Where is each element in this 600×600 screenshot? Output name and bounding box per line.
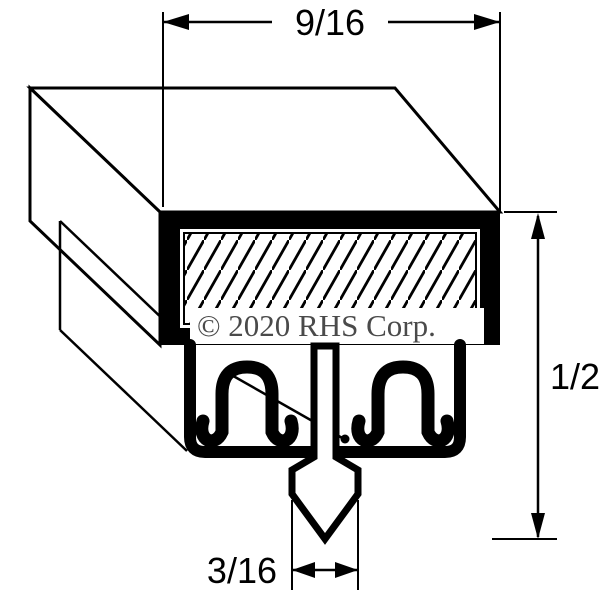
top-dimension-label: 9/16: [295, 2, 365, 43]
top-dimension: 9/16: [162, 2, 501, 212]
bottom-dimension-label: 3/16: [207, 550, 277, 591]
left-rib-arch: [195, 360, 299, 448]
arrow-up-icon: [531, 213, 545, 239]
gasket-profile: [184, 339, 466, 545]
watermark-text: © 2020 RHS Corp.: [197, 308, 436, 343]
arrow-right-icon: [474, 14, 500, 30]
arrow-down-icon: [531, 513, 545, 539]
profile-3d-edges: [58, 220, 191, 452]
right-dimension-label: 1/2: [550, 356, 600, 397]
receding-edge-bottom: [59, 329, 188, 452]
bottom-dimension: 3/16: [207, 500, 359, 591]
reference-dot: [340, 434, 350, 444]
arrow-right-icon: [335, 562, 358, 578]
watermark: © 2020 RHS Corp.: [190, 308, 484, 344]
center-dart: [288, 342, 362, 545]
arrow-left-icon: [163, 14, 189, 30]
arrow-left-icon: [292, 562, 315, 578]
right-rib-arch: [351, 360, 455, 448]
watermark-backing: [190, 308, 484, 344]
right-dimension: 1/2: [492, 211, 600, 540]
receding-edge-top: [59, 220, 191, 346]
